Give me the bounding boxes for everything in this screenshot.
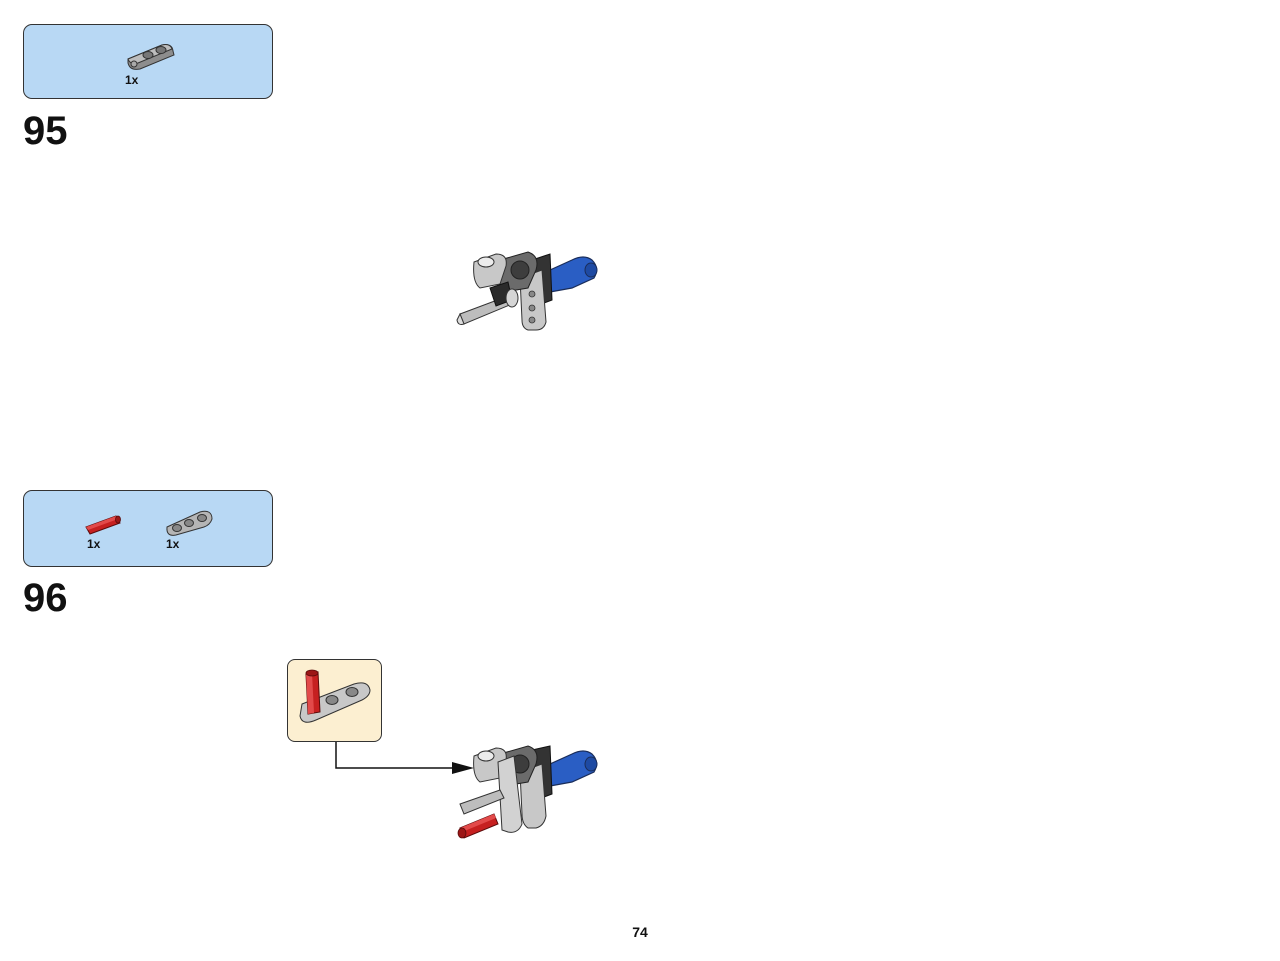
parts-list-step-96: 1x 1x xyxy=(23,490,273,567)
part-quantity: 1x xyxy=(166,537,180,551)
model-assembly-step-95 xyxy=(450,248,610,343)
sub-assembly-callout xyxy=(287,659,382,742)
step-number: 95 xyxy=(23,109,68,153)
gray-axle-pin-connector-icon xyxy=(124,39,176,71)
page-number: 74 xyxy=(632,924,648,940)
step-number: 96 xyxy=(23,576,68,620)
gray-beam-3-icon xyxy=(164,507,214,537)
parts-list-step-95: 1x xyxy=(23,24,273,99)
red-axle-pin-icon xyxy=(84,513,124,535)
part-quantity: 1x xyxy=(87,537,101,551)
part-quantity: 1x xyxy=(125,73,139,87)
model-assembly-step-96 xyxy=(450,742,610,851)
